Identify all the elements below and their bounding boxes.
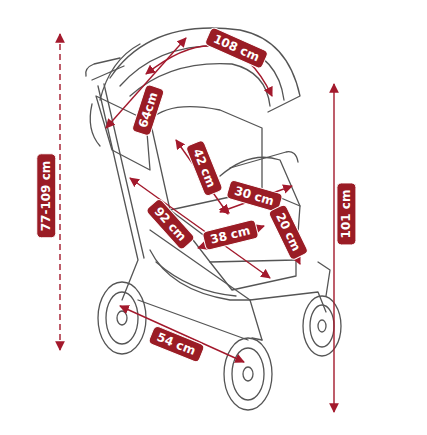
- dimension-lines: [60, 34, 334, 412]
- dimension-label: 20 cm: [267, 203, 309, 261]
- dimension-label: 38 cm: [201, 219, 259, 252]
- stroller-outline: [86, 28, 341, 410]
- dimension-label: 101 cm: [336, 183, 356, 246]
- dimension-label: 77-109 cm: [36, 154, 56, 239]
- dimension-label: 54 cm: [147, 325, 205, 364]
- dimension-label: 42 cm: [185, 139, 224, 197]
